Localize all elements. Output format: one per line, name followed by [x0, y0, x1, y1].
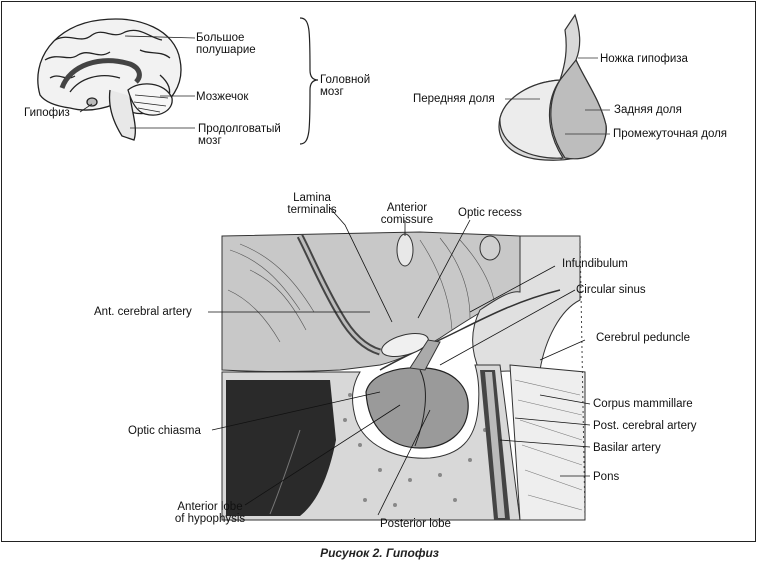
brain-group-label: Головной мозг [320, 74, 371, 98]
cerebrum-label: Большое полушарие [196, 32, 256, 56]
pons-label: Pons [593, 471, 620, 483]
hypophysis-illustration [498, 13, 610, 161]
optic-chiasma-label: Optic chiasma [128, 425, 201, 437]
corpus-mammillare-label: Corpus mammillare [593, 398, 693, 410]
optic-recess-label: Optic recess [458, 207, 522, 219]
medulla-label: Продолговатый мозг [198, 123, 281, 147]
anterior-lobe-hypophysis-label: Anterior lobe of hypophysis [174, 501, 246, 525]
cerebellum-label: Мозжечок [196, 91, 249, 103]
post-cerebral-artery-label: Post. cerebral artery [593, 420, 697, 432]
brain-illustration [37, 17, 319, 145]
stalk-label: Ножка гипофиза [600, 53, 688, 65]
figure-caption: Рисунок 2. Гипофиз [320, 546, 439, 560]
posterior-lobe-label: Задняя доля [614, 104, 682, 116]
infundibulum-label: Infundibulum [562, 258, 628, 270]
cerebrul-peduncle-label: Cerebrul peduncle [596, 332, 690, 344]
lamina-terminalis-label: Lamina terminalis [287, 192, 337, 216]
section-illustration [208, 207, 591, 521]
intermediate-lobe-label: Промежуточная доля [613, 128, 728, 140]
basilar-artery-label: Basilar artery [593, 442, 661, 454]
anterior-comissure-label: Anterior comissure [380, 202, 434, 226]
circular-sinus-label: Circular sinus [576, 284, 646, 296]
anterior-lobe-label: Передняя доля [413, 93, 495, 105]
ant-cerebral-artery-label: Ant. cerebral artery [94, 306, 192, 318]
posterior-lobe-section-label: Posterior lobe [380, 518, 451, 530]
pituitary-label: Гипофиз [24, 107, 70, 119]
